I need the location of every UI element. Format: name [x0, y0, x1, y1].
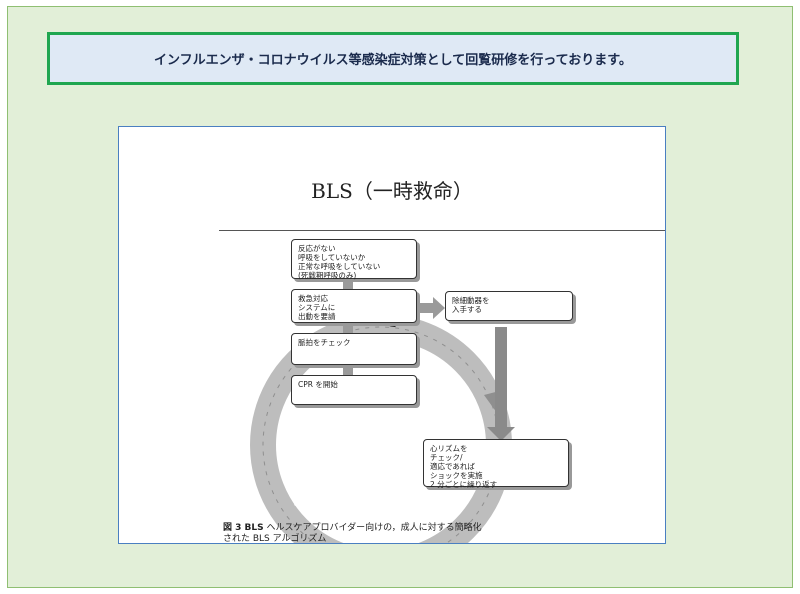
- document-title: BLS（一時救命）: [311, 179, 473, 203]
- step-call-ems: 救急対応 システムに 出動を要請: [291, 289, 417, 323]
- rhythm-arrow-body: [495, 327, 507, 427]
- notice-text: インフルエンザ・コロナウイルス等感染症対策として回覧研修を行っております。: [154, 53, 632, 68]
- notice-banner: インフルエンザ・コロナウイルス等感染症対策として回覧研修を行っております。: [47, 32, 739, 85]
- caption-line2: された BLS アルゴリズム: [223, 534, 327, 544]
- aed-arrow-body: [419, 303, 433, 313]
- figure-caption: 図 3 BLS ヘルスケアプロバイダー向けの，成人に対する簡略化 された BLS…: [223, 523, 482, 544]
- title-rule: [219, 230, 665, 231]
- step-start-cpr: CPR を開始: [291, 375, 417, 405]
- scanned-document: BLS（一時救命）: [118, 126, 666, 544]
- aed-arrow-head: [433, 297, 445, 319]
- step-unresponsive: 反応がない 呼吸をしていないか 正常な呼吸をしていない (死戦期呼吸のみ): [291, 239, 417, 280]
- caption-label: 図 3 BLS: [223, 523, 264, 533]
- step-rhythm-check: 心リズムを チェック/ 適応であれば ショックを実施 2 分ごとに繰り返す: [423, 439, 569, 489]
- step-get-aed: 除細動器を 入手する: [445, 291, 573, 321]
- caption-line1: ヘルスケアプロバイダー向けの，成人に対する簡略化: [266, 523, 482, 533]
- step-check-pulse: 脈拍をチェック: [291, 333, 417, 365]
- circle-text: 強く・速く押す: [290, 469, 389, 509]
- rhythm-arrow-head: [487, 427, 515, 441]
